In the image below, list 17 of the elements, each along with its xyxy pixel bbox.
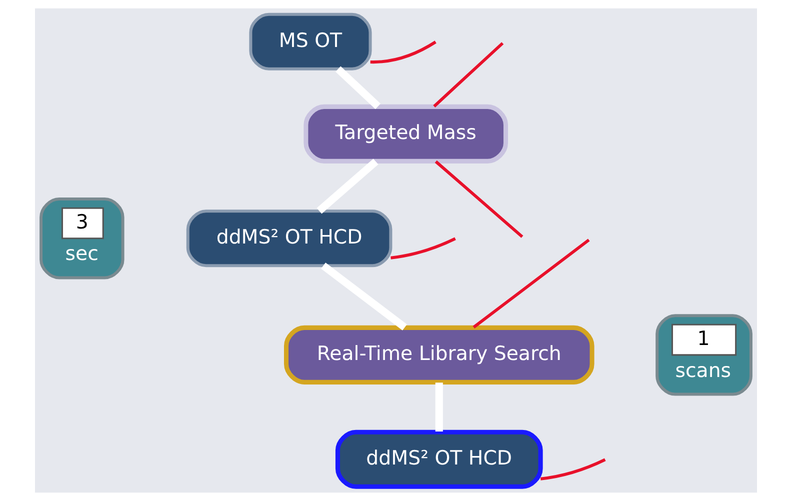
connector: [472, 238, 590, 328]
node-box: 3 sec: [39, 198, 124, 280]
node-box: 1 scans: [655, 314, 752, 396]
node-box: ddMS² OT HCD: [186, 210, 392, 268]
connector: [320, 262, 407, 330]
node-box: Real-Time Library Search: [284, 325, 594, 384]
connector: [370, 40, 436, 64]
connector: [432, 42, 504, 108]
connector: [434, 160, 523, 238]
connector: [316, 158, 378, 214]
connector: [434, 382, 442, 432]
node-box: MS OT: [248, 12, 372, 70]
connector: [390, 237, 456, 260]
connector: [334, 66, 380, 110]
node-box: Targeted Mass: [303, 104, 508, 164]
node-box: ddMS² OT HCD: [334, 430, 542, 489]
connector: [540, 458, 606, 480]
